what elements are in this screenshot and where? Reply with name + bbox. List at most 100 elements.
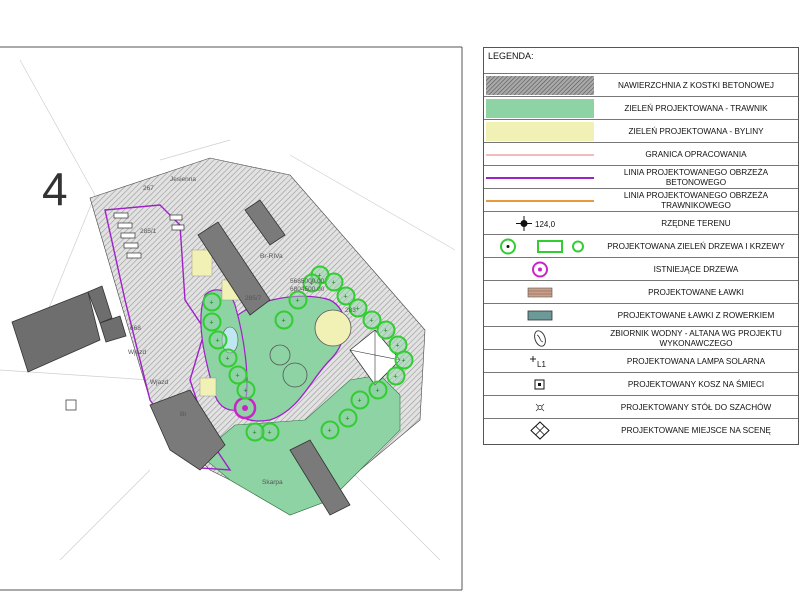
lawn-swatch (486, 99, 594, 118)
legend-row-lawn: ZIELEŃ PROJEKTOWANA - TRAWNIK (484, 96, 798, 120)
chess-table-icon (486, 398, 594, 417)
legend-label: NAWIERZCHNIA Z KOSTKI BETONOWEJ (617, 80, 775, 90)
legend-row-lawn-edge: LINIA PROJEKTOWANEGO OBRZEŻA TRAWNIKOWEG… (484, 188, 798, 212)
label-jesienna: Jesienna (170, 176, 196, 183)
stage-icon (486, 421, 594, 440)
legend-row-stage: PROJEKTOWANE MIEJSCE NA SCENĘ (484, 418, 798, 442)
legend-label: PROJEKTOWANE ŁAWKI Z ROWERKIEM (617, 310, 775, 320)
tree-center-mark: + (310, 281, 314, 288)
legend-label: PROJEKTOWANY STÓŁ DO SZACHÓW (620, 402, 772, 412)
legend-row-trees: PROJEKTOWANA ZIELEŃ DRZEWA I KRZEWY (484, 234, 798, 258)
legend-row-bike-benches: PROJEKTOWANE ŁAWKI Z ROWERKIEM (484, 303, 798, 327)
projected-tree (218, 348, 238, 368)
label-668: 668 (130, 325, 141, 332)
tree-center-mark: + (216, 338, 220, 345)
water-tank-icon (486, 329, 594, 348)
tree-center-mark: + (370, 318, 374, 325)
tree-center-mark: + (210, 320, 214, 327)
projected-tree (362, 310, 382, 330)
legend-title: LEGENDA: (488, 51, 534, 61)
elevation-icon: 124,0 (486, 214, 594, 233)
tree-center-mark: + (318, 273, 322, 280)
perennials-1 (191, 249, 213, 277)
buildings-on-site (149, 199, 351, 516)
solar-lamp-icon: L1 (486, 352, 594, 371)
legend-panel: LEGENDA: NAWIERZCHNIA Z KOSTKI BETONOWEJ… (483, 47, 799, 445)
tree-center-mark: + (328, 428, 332, 435)
legend-label: GRANICA OPRACOWANIA (645, 149, 747, 159)
legend-row-concrete-edge: LINIA PROJEKTOWANEGO OBRZEŻA BETONOWEGO (484, 165, 798, 189)
label-267: 267 (143, 185, 154, 192)
label-skarpa: Skarpa (262, 479, 283, 486)
legend-row-trash-bin: PROJEKTOWANY KOSZ NA ŚMIECI (484, 372, 798, 396)
trash-bin-icon (486, 375, 594, 394)
tree-center-mark: + (356, 306, 360, 313)
legend-label: RZĘDNE TERENU (661, 218, 731, 228)
legend-label: PROJEKTOWANE MIEJSCE NA SCENĘ (621, 425, 771, 435)
legend-row-existing-trees: ISTNIEJĄCE DRZEWA (484, 257, 798, 281)
label-coord-2: 6804500.00 (290, 286, 325, 293)
legend-label: PROJEKTOWANA LAMPA SOLARNA (626, 356, 766, 366)
elevation-value: 124,0 (535, 220, 556, 229)
small-shed (65, 399, 77, 411)
tree-center-mark: + (358, 398, 362, 405)
label-wjazd-1: Wjazd (128, 349, 146, 356)
site-plan: 4 + + (0, 46, 463, 591)
parking-bays (113, 212, 185, 259)
tree-center-mark: + (332, 280, 336, 287)
legend-row-water-tank: ZBIORNIK WODNY - ALTANA WG PROJEKTU WYKO… (484, 326, 798, 350)
existing-tree-center (242, 405, 248, 411)
legend-row-perennials: ZIELEŃ PROJEKTOWANA - BYLINY (484, 119, 798, 143)
tree-center-mark: + (210, 300, 214, 307)
concrete-edge-line (486, 168, 594, 187)
tree-center-mark: + (226, 356, 230, 363)
projected-tree (350, 390, 370, 410)
legend-label: ZBIORNIK WODNY - ALTANA WG PROJEKTU WYKO… (610, 328, 782, 348)
label-br-riva: Br-RIVa (260, 253, 283, 260)
tree-center-mark: + (253, 430, 257, 437)
tree-center-mark: + (396, 343, 400, 350)
legend-row-solar-lamp: L1 PROJEKTOWANA LAMPA SOLARNA (484, 349, 798, 373)
projected-tree (394, 350, 414, 370)
lawn-edge-line (486, 191, 594, 210)
projected-tree (376, 320, 396, 340)
existing-tree-icon (486, 260, 594, 279)
round-bed-2 (282, 362, 308, 388)
tree-center-mark: + (376, 388, 380, 395)
label-coord-1: 5685000.00 (290, 278, 325, 285)
projected-trees: ++++++++++++++++++++++++ (202, 265, 414, 442)
projected-tree (202, 292, 222, 312)
tree-center-mark: + (296, 298, 300, 305)
tree-shrub-icon (486, 237, 594, 256)
projected-tree (236, 380, 256, 400)
bench-icon (486, 283, 594, 302)
projected-tree (324, 272, 344, 292)
context-lines (0, 59, 456, 561)
legend-row-chess-table: PROJEKTOWANY STÓŁ DO SZACHÓW (484, 395, 798, 419)
legend-label: PROJEKTOWANY KOSZ NA ŚMIECI (627, 379, 765, 389)
perennials-3 (199, 377, 217, 397)
building-left (11, 285, 127, 373)
label-283: 283 (345, 307, 356, 314)
label-br: Br (180, 411, 187, 418)
perennial-swatch (486, 122, 594, 141)
legend-label: ISTNIEJĄCE DRZEWA (653, 264, 739, 274)
tree-center-mark: + (384, 328, 388, 335)
projected-tree (336, 286, 356, 306)
tree-center-mark: + (236, 373, 240, 380)
legend-label: LINIA PROJEKTOWANEGO OBRZEŻA TRAWNIKOWEG… (623, 190, 769, 210)
projected-tree (228, 365, 248, 385)
round-bed-large (314, 309, 352, 347)
north-symbol: 4 (42, 163, 68, 215)
tree-center-mark: + (402, 358, 406, 365)
legend-row-benches: PROJEKTOWANE ŁAWKI (484, 280, 798, 304)
hatch-swatch (486, 76, 594, 95)
legend-label: ZIELEŃ PROJEKTOWANA - BYLINY (628, 126, 764, 136)
projected-tree (348, 298, 368, 318)
tree-center-mark: + (346, 416, 350, 423)
legend-label: PROJEKTOWANE ŁAWKI (648, 287, 744, 297)
legend-label: LINIA PROJEKTOWANEGO OBRZEŻA BETONOWEGO (623, 167, 769, 187)
legend-label: ZIELEŃ PROJEKTOWANA - TRAWNIK (624, 103, 768, 113)
legend-row-elevation: 124,0 RZĘDNE TERENU (484, 211, 798, 235)
bike-bench-icon (486, 306, 594, 325)
